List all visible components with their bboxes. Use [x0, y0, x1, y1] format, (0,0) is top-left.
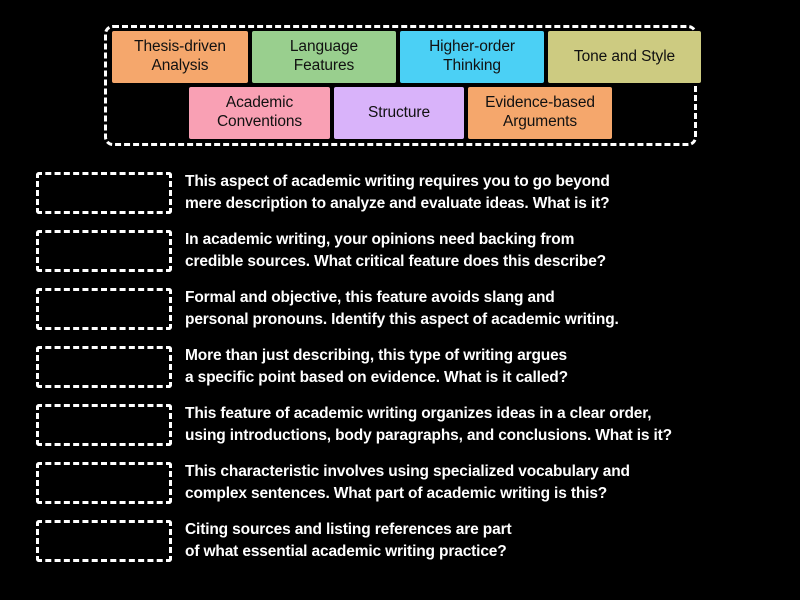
question-text: More than just describing, this type of … [185, 347, 568, 386]
answer-drop-zone[interactable] [36, 230, 172, 272]
answer-drop-zone[interactable] [36, 172, 172, 214]
word-bank-tile[interactable]: Structure [334, 87, 464, 139]
word-bank-tile[interactable]: Thesis-driven Analysis [112, 31, 248, 83]
question-text: In academic writing, your opinions need … [185, 231, 606, 270]
answer-drop-zone[interactable] [36, 346, 172, 388]
question-row: In academic writing, your opinions need … [0, 222, 800, 280]
question-row: This aspect of academic writing requires… [0, 164, 800, 222]
question-list: This aspect of academic writing requires… [0, 164, 800, 570]
word-bank-tile[interactable]: Language Features [252, 31, 396, 83]
answer-drop-zone[interactable] [36, 288, 172, 330]
question-text: This characteristic involves using speci… [185, 463, 630, 502]
question-row: More than just describing, this type of … [0, 338, 800, 396]
question-text: Formal and objective, this feature avoid… [185, 289, 619, 328]
answer-drop-zone[interactable] [36, 520, 172, 562]
question-row: This feature of academic writing organiz… [0, 396, 800, 454]
question-row: Citing sources and listing references ar… [0, 512, 800, 570]
question-row: This characteristic involves using speci… [0, 454, 800, 512]
question-row: Formal and objective, this feature avoid… [0, 280, 800, 338]
answer-drop-zone[interactable] [36, 462, 172, 504]
question-text: Citing sources and listing references ar… [185, 521, 512, 560]
question-text: This feature of academic writing organiz… [185, 405, 672, 444]
word-bank-tile[interactable]: Evidence-based Arguments [468, 87, 612, 139]
question-text: This aspect of academic writing requires… [185, 173, 610, 212]
word-bank-tile[interactable]: Academic Conventions [189, 87, 330, 139]
answer-drop-zone[interactable] [36, 404, 172, 446]
word-bank-tile[interactable]: Higher-order Thinking [400, 31, 544, 83]
word-bank-tile[interactable]: Tone and Style [548, 31, 701, 83]
